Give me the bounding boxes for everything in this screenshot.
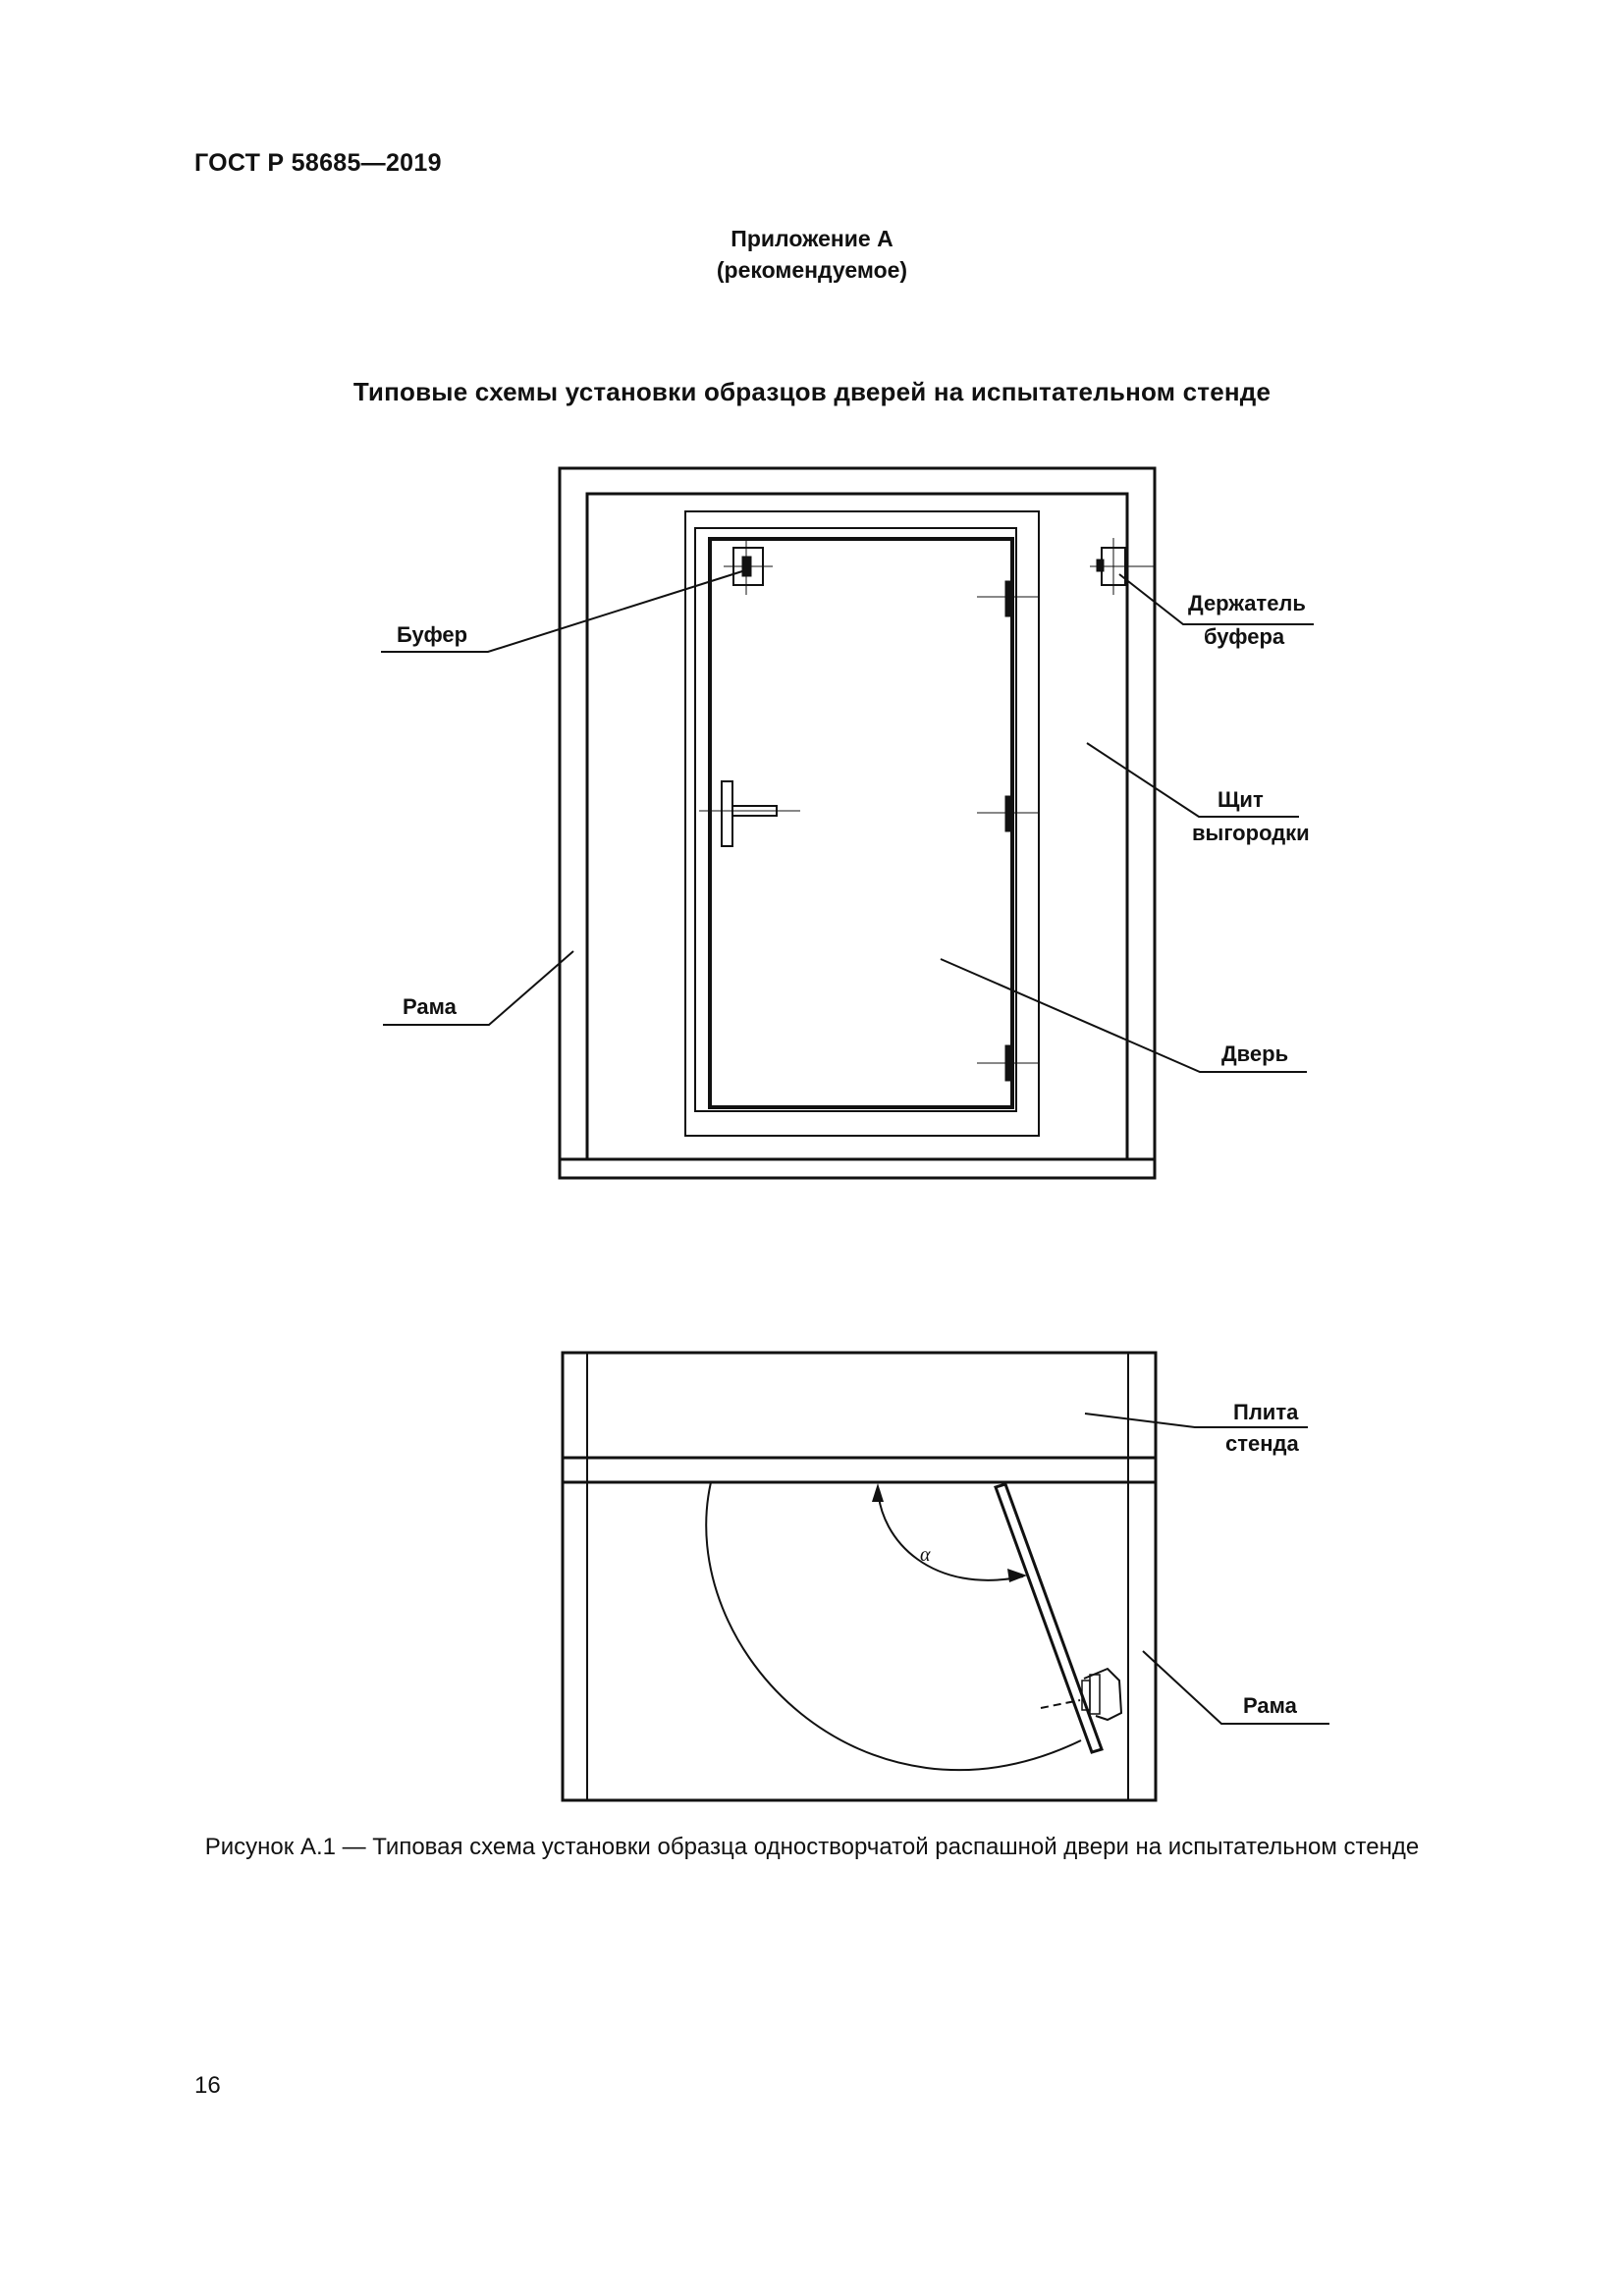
angle-arc xyxy=(877,1486,1024,1581)
door-opening xyxy=(684,510,1040,1137)
swing-arc xyxy=(705,1481,1082,1772)
door-handle-plate xyxy=(721,780,733,847)
figure-caption: Рисунок А.1 — Типовая схема установки об… xyxy=(204,1834,1420,1860)
door-leaf xyxy=(708,537,1014,1109)
leader-door xyxy=(940,958,1307,1073)
leader-frame-bottom xyxy=(1142,1650,1329,1725)
page-number: 16 xyxy=(194,2072,221,2099)
stand-outline xyxy=(561,1351,1158,1802)
label-buffer: Буфер xyxy=(397,622,467,647)
leader-buffer-holder xyxy=(1118,573,1314,625)
label-panel-1: Щит xyxy=(1218,787,1264,812)
label-frame-top: Рама xyxy=(403,994,458,1019)
plan-view-diagram xyxy=(561,1351,1329,1802)
standard-code: ГОСТ Р 58685—2019 xyxy=(194,149,442,177)
label-angle: α xyxy=(920,1544,931,1566)
label-panel-2: выгородки xyxy=(1192,821,1310,845)
front-view-diagram xyxy=(381,466,1314,1180)
leader-plate xyxy=(1084,1413,1308,1428)
label-plate-2: стенда xyxy=(1225,1431,1299,1456)
buffer-holder-plan xyxy=(1083,1667,1123,1722)
section-title: Типовые схемы установки образцов дверей … xyxy=(352,377,1272,406)
appendix-title: Приложение А xyxy=(731,226,893,251)
label-frame-bottom: Рама xyxy=(1243,1693,1298,1718)
frame-outer xyxy=(558,466,1157,1180)
hinge-top xyxy=(1004,580,1012,617)
panel-outline xyxy=(585,492,1129,1159)
label-buffer-holder-1: Держатель xyxy=(1188,591,1306,615)
leader-panel xyxy=(1086,742,1299,818)
door-box xyxy=(694,527,1017,1112)
leader-buffer xyxy=(381,570,743,653)
appendix-subtitle: (рекомендуемое) xyxy=(716,257,908,283)
label-door: Дверь xyxy=(1221,1041,1288,1066)
label-buffer-holder-2: буфера xyxy=(1204,624,1285,649)
leader-frame-top xyxy=(383,950,574,1026)
hinge-middle xyxy=(1004,795,1012,832)
label-plate-1: Плита xyxy=(1233,1400,1299,1424)
door-leaf-plan xyxy=(994,1482,1104,1754)
